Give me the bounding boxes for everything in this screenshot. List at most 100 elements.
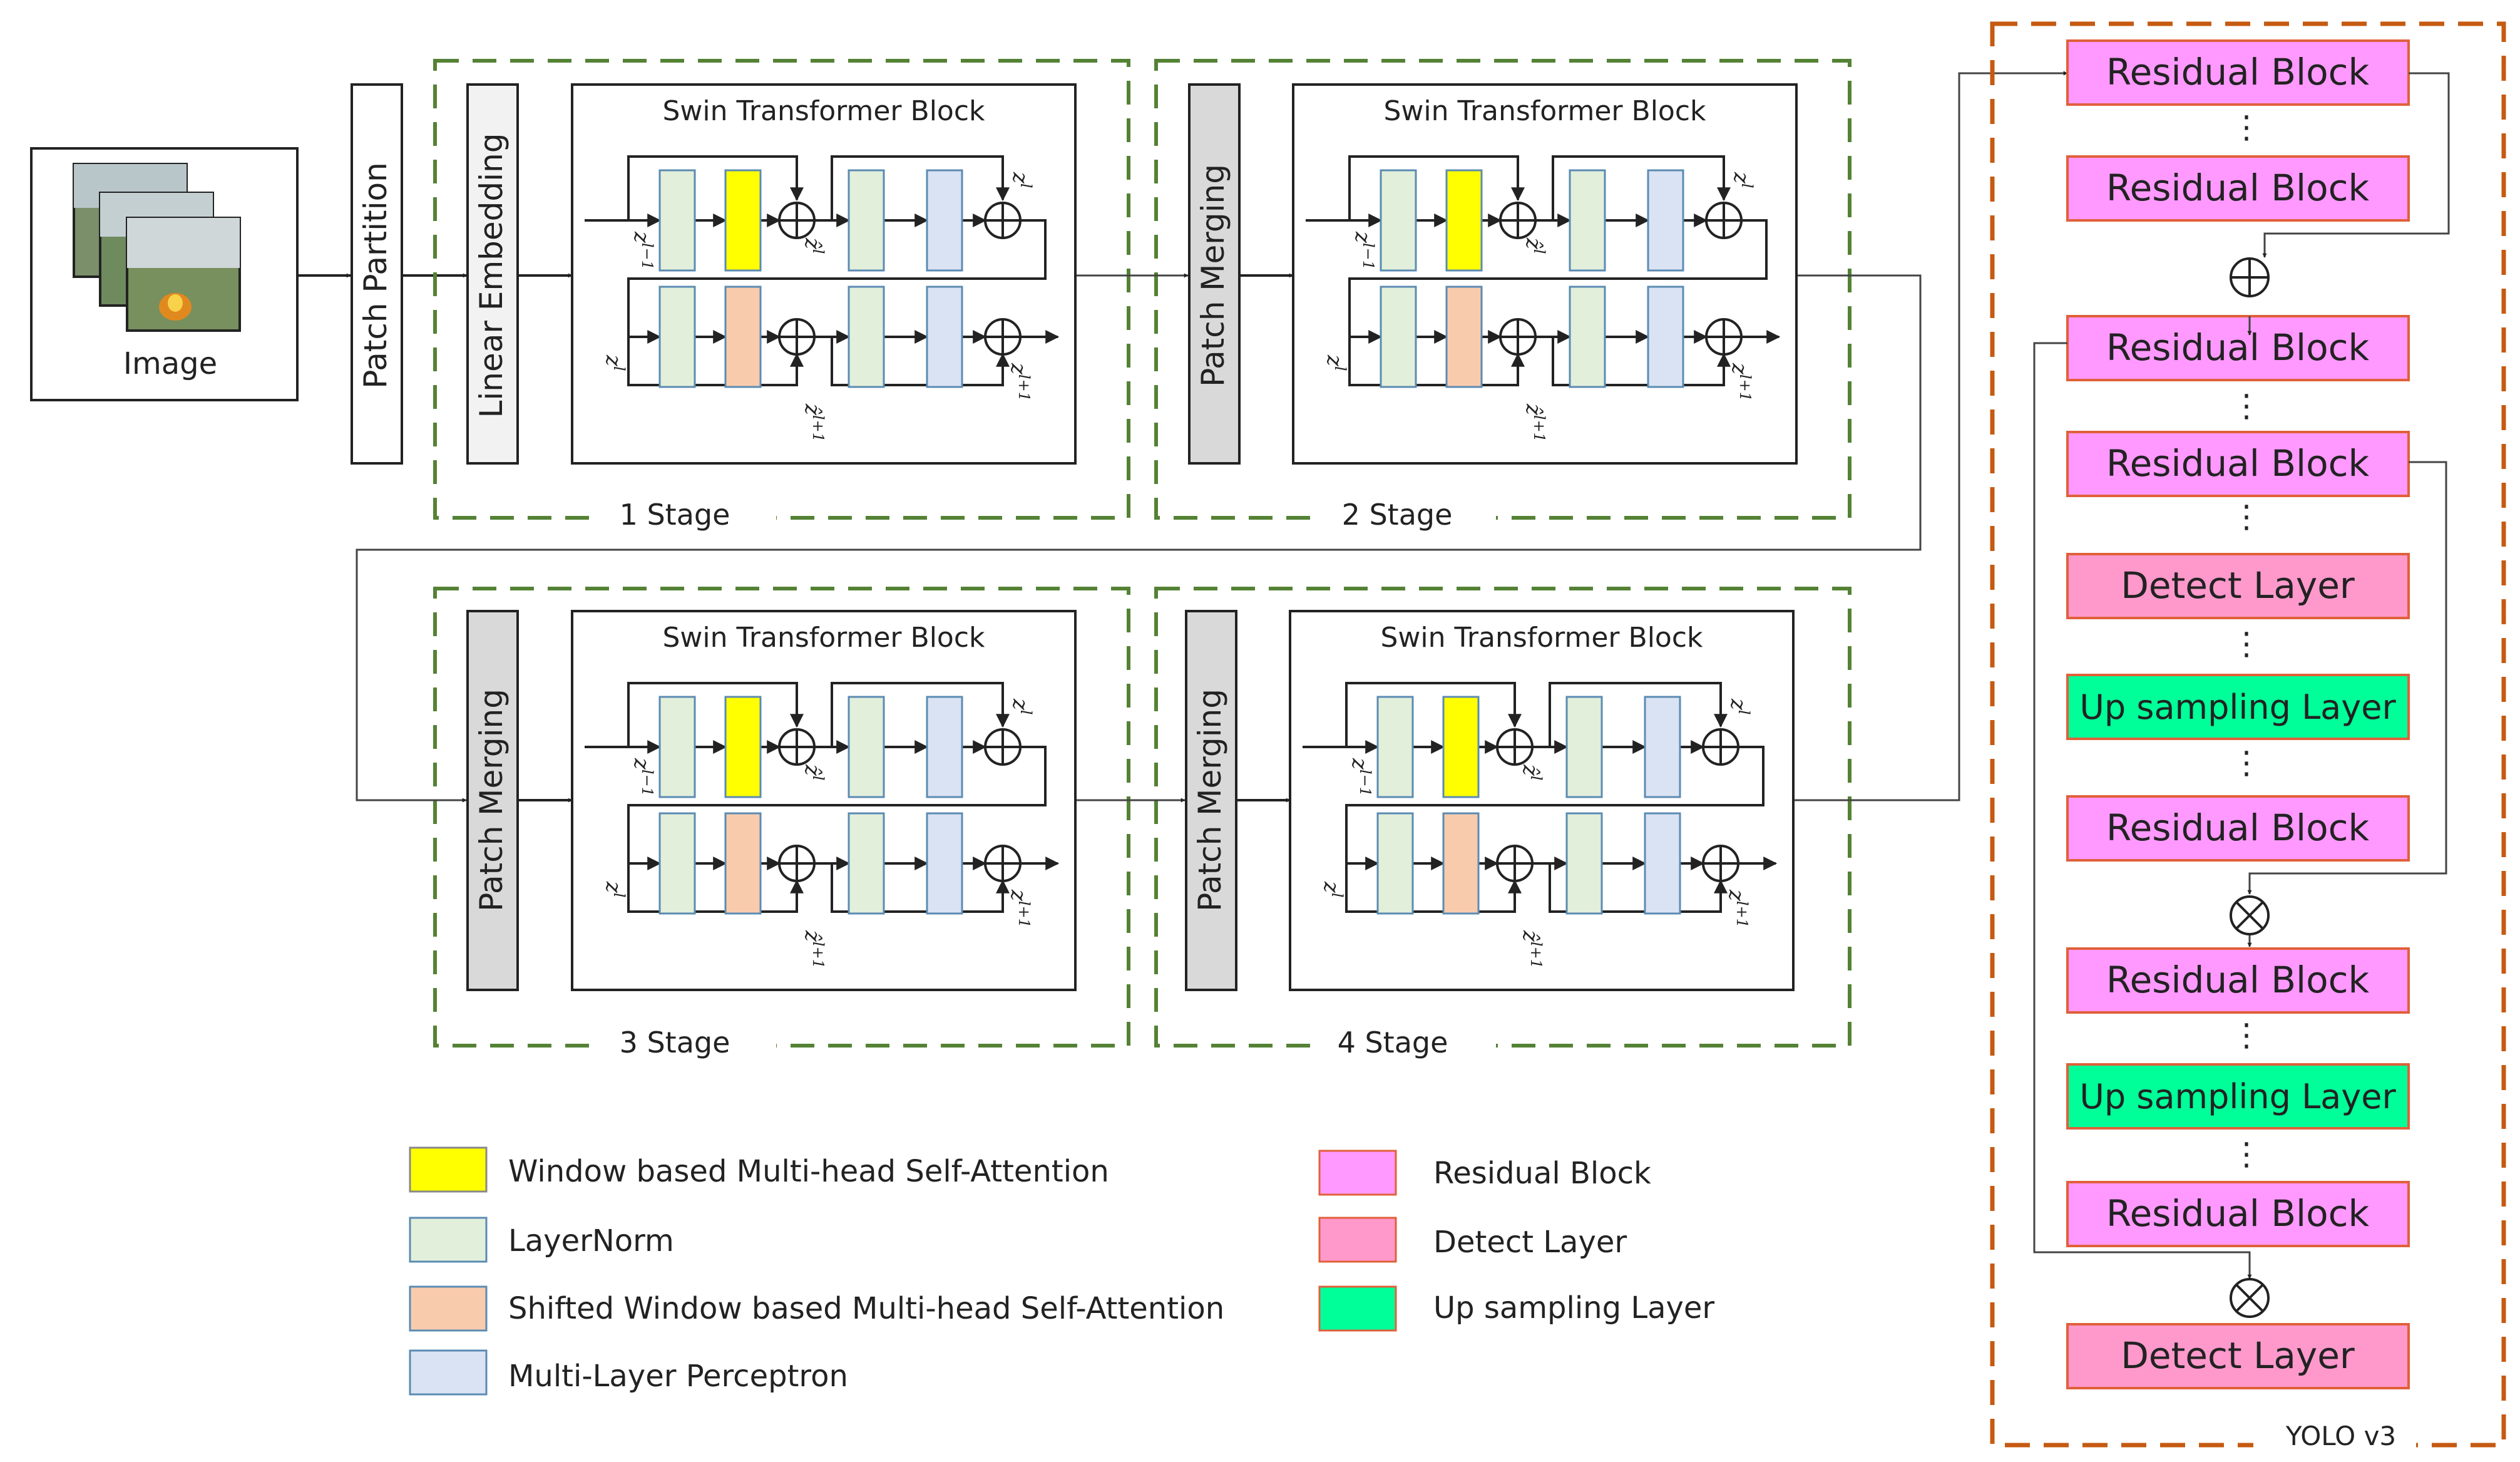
layernorm-box: [848, 286, 885, 388]
stage-1-frame: [433, 59, 1130, 520]
zhat-l1-label: ẑl+1: [800, 930, 827, 969]
layernorm-box: [1565, 696, 1603, 798]
stage-4-label: 4 Stage: [1338, 1026, 1448, 1059]
yolo-block-label: Residual Block: [2106, 51, 2370, 93]
wmsa-box: [724, 169, 762, 272]
yolo-block-label: Detect Layer: [2121, 564, 2355, 607]
wmsa-box: [724, 696, 762, 798]
yolo-block-label: Residual Block: [2106, 959, 2370, 1001]
layernorm-box: [1569, 169, 1606, 272]
input-image-box: Image: [30, 147, 299, 401]
z-input-label: zl−1: [629, 231, 656, 270]
swmsa-box: [1445, 286, 1483, 388]
add-symbol: [1496, 845, 1534, 882]
mlp-box: [926, 812, 963, 915]
zhat-l1-label: ẑl+1: [1521, 403, 1548, 442]
patch-partition-block: Patch Partition: [351, 83, 403, 465]
mlp-box: [926, 169, 963, 272]
mlp-box: [1644, 812, 1681, 915]
add-symbol: [984, 845, 1022, 882]
mlp-box: [926, 696, 963, 798]
add-symbol: [1702, 728, 1739, 766]
linear-embedding-label: Linear Embedding: [473, 133, 510, 418]
mlp-box: [1644, 696, 1681, 798]
image-stack-icon: [73, 163, 241, 332]
layernorm-box: [848, 696, 885, 798]
yolo-add-symbol: [2230, 257, 2270, 297]
z-output-label: zl+1: [1724, 889, 1751, 928]
ellipsis-icon: ⋮: [2231, 625, 2262, 662]
add-symbol: [1499, 318, 1537, 356]
add-symbol: [984, 318, 1022, 356]
swmsa-box: [1442, 812, 1480, 915]
ellipsis-icon: ⋮: [2231, 1017, 2262, 1053]
stage-3-label: 3 Stage: [620, 1026, 730, 1059]
layernorm-box: [1376, 812, 1414, 915]
zhat-l1-label: ẑl+1: [1518, 930, 1545, 969]
add-symbol: [778, 202, 816, 239]
patch-merging-block-stage-2: Patch Merging: [1188, 83, 1241, 465]
add-symbol: [984, 202, 1022, 239]
legend-swatch-layernorm: [409, 1217, 488, 1263]
add-symbol: [778, 318, 816, 356]
layernorm-box: [658, 812, 696, 915]
yolo-residual-block-4: Residual Block: [2066, 431, 2410, 497]
layernorm-box: [1376, 696, 1414, 798]
layernorm-box: [1565, 812, 1603, 915]
yolo-block-label: Residual Block: [2106, 806, 2370, 849]
wmsa-box: [1445, 169, 1483, 272]
zhat-l1-label: ẑl+1: [800, 403, 827, 442]
layernorm-box: [658, 696, 696, 798]
ellipsis-icon: ⋮: [2231, 744, 2262, 781]
swmsa-box: [724, 812, 762, 915]
layernorm-box: [848, 169, 885, 272]
layernorm-box: [1380, 286, 1417, 388]
yolo-residual-block-3: Residual Block: [2066, 315, 2410, 381]
add-symbol: [778, 728, 816, 766]
yolo-frame: [1990, 21, 2506, 1448]
z-l-label: zl: [1726, 698, 1753, 715]
yolo-residual-block-10: Residual Block: [2066, 1181, 2410, 1247]
wmsa-box: [1442, 696, 1480, 798]
z-l-label: zl: [1008, 698, 1035, 715]
legend-swatch-mlp: [409, 1349, 488, 1396]
yolo-block-label: Residual Block: [2106, 442, 2370, 485]
ellipsis-icon: ⋮: [2231, 388, 2262, 424]
input-label: Image: [123, 346, 217, 381]
swin-block-title: Swin Transformer Block: [662, 95, 985, 127]
yolo-concat-symbol-1: [2230, 895, 2270, 935]
add-symbol: [1705, 318, 1743, 356]
add-symbol: [1705, 202, 1743, 239]
patch-merging-block-stage-3: Patch Merging: [466, 610, 519, 991]
yolo-detect-block-5: Detect Layer: [2066, 553, 2410, 619]
legend-swatch-residual: [1318, 1150, 1397, 1196]
z-input-label: zl−1: [1350, 231, 1377, 270]
layernorm-box: [848, 812, 885, 915]
legend-label-detect: Detect Layer: [1433, 1225, 1627, 1260]
patch-merging-label: Patch Merging: [1195, 164, 1231, 387]
yolo-upsample-block-9: Up sampling Layer: [2066, 1063, 2410, 1130]
yolo-residual-block-2: Residual Block: [2066, 155, 2410, 222]
legend-swatch-wmsa: [409, 1146, 488, 1193]
zhat-l-label: ẑl: [800, 764, 827, 781]
swmsa-box: [724, 286, 762, 388]
legend-label-swmsa: Shifted Window based Multi-head Self-Att…: [508, 1291, 1224, 1326]
z-output-label: zl+1: [1006, 889, 1033, 928]
yolo-block-label: Residual Block: [2106, 167, 2370, 209]
z-output-label: zl+1: [1006, 363, 1033, 401]
patch-merging-block-stage-4: Patch Merging: [1185, 610, 1237, 991]
layernorm-box: [1380, 169, 1417, 272]
yolo-block-label: Residual Block: [2106, 1192, 2370, 1235]
patch-merging-label: Patch Merging: [473, 689, 510, 912]
yolo-detect-block-11: Detect Layer: [2066, 1323, 2410, 1389]
legend-swatch-upsample: [1318, 1285, 1397, 1332]
swin-block-title: Swin Transformer Block: [1383, 95, 1706, 127]
yolo-block-label: Residual Block: [2106, 326, 2370, 369]
add-symbol: [984, 728, 1022, 766]
legend: Window based Multi-head Self-Attention L…: [409, 1146, 1714, 1396]
add-symbol: [1496, 728, 1534, 766]
